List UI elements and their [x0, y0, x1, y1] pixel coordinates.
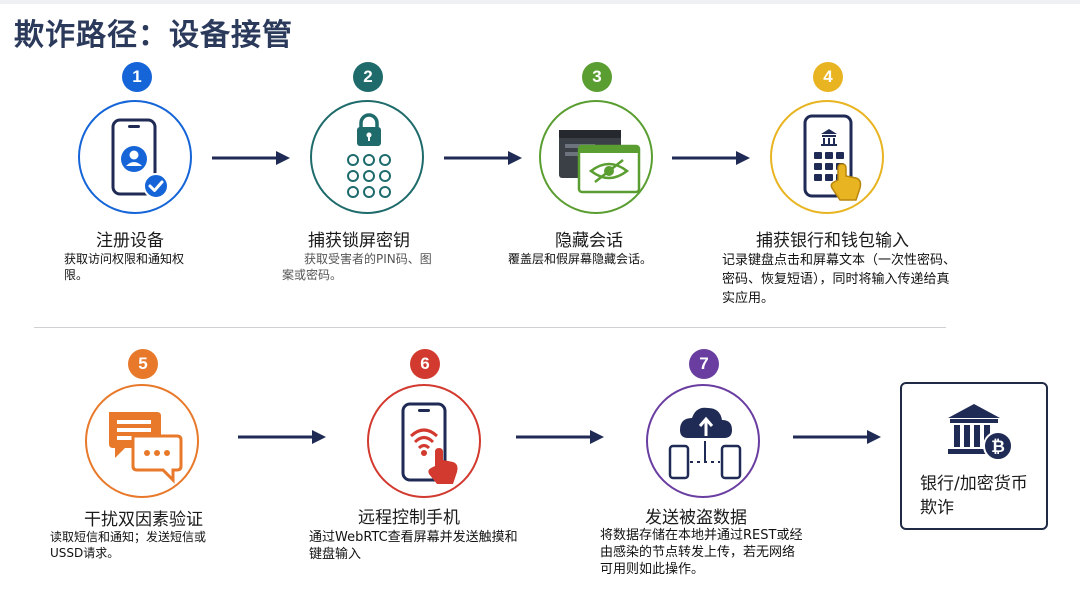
step-icon-circle [85, 384, 199, 498]
row-divider [34, 327, 946, 328]
step-title: 注册设备 [96, 231, 164, 251]
bank-bitcoin-icon: ₿ [948, 404, 1013, 461]
flow-arrow [793, 429, 881, 449]
step-title: 捕获银行和钱包输入 [756, 231, 909, 251]
keypad-tap-icon [803, 114, 862, 201]
step-number-badge: 2 [353, 62, 383, 92]
step-title: 发送被盗数据 [645, 508, 747, 528]
step-number-badge: 1 [122, 62, 152, 92]
step-number-badge: 7 [689, 349, 719, 379]
step-description: 获取访问权限和通知权限。 [64, 252, 185, 282]
step-description: 读取短信和通知；发送短信或USSD请求。 [50, 530, 207, 560]
step-title: 远程控制手机 [358, 508, 460, 528]
top-strip [0, 0, 1080, 4]
step-icon-circle [310, 100, 424, 214]
lock-pin-icon [347, 113, 391, 198]
step-icon-circle [78, 100, 192, 214]
step-number-badge: 6 [410, 349, 440, 379]
flow-arrow [444, 150, 522, 170]
flow-arrow [516, 429, 604, 449]
result-box: ₿ 银行/加密货币欺诈 [900, 382, 1048, 530]
step-description: 记录键盘点击和屏幕文本（一次性密码、密码、恢复短语），同时将输入传递给真实应用。 [722, 253, 957, 306]
flow-arrow [238, 429, 326, 449]
cloud-upload-icon [668, 407, 742, 480]
step-description: 将数据存储在本地并通过REST或经由感染的节点转发上传，若无网络可用则如此操作。 [600, 528, 803, 577]
step-title: 捕获锁屏密钥 [308, 231, 410, 251]
page-title: 欺诈路径：设备接管 [14, 18, 293, 53]
flow-arrow [212, 150, 290, 170]
sms-chat-icon [109, 412, 183, 484]
step-title: 隐藏会话 [555, 231, 623, 251]
step-number-badge: 5 [128, 349, 158, 379]
step-number-badge: 3 [582, 62, 612, 92]
step-icon-circle [770, 100, 884, 214]
step-icon-circle [646, 384, 760, 498]
svg-text:₿: ₿ [991, 437, 1005, 457]
step-description: 覆盖层和假屏幕隐藏会话。 [508, 252, 653, 266]
step-icon-circle [539, 100, 653, 214]
step-description: 通过WebRTC查看屏幕并发送触摸和键盘输入 [309, 530, 518, 562]
step-description: 获取受害者的PIN码、图案或密码。 [282, 252, 432, 282]
hidden-screen-icon [559, 130, 641, 194]
step-number-badge: 4 [813, 62, 843, 92]
remote-touch-icon [401, 402, 458, 484]
flow-arrow [672, 150, 750, 170]
step-title: 干扰双因素验证 [84, 510, 203, 530]
step-icon-circle [367, 384, 481, 498]
result-label: 银行/加密货币欺诈 [920, 474, 1028, 518]
phone-user-check-icon [111, 118, 169, 199]
